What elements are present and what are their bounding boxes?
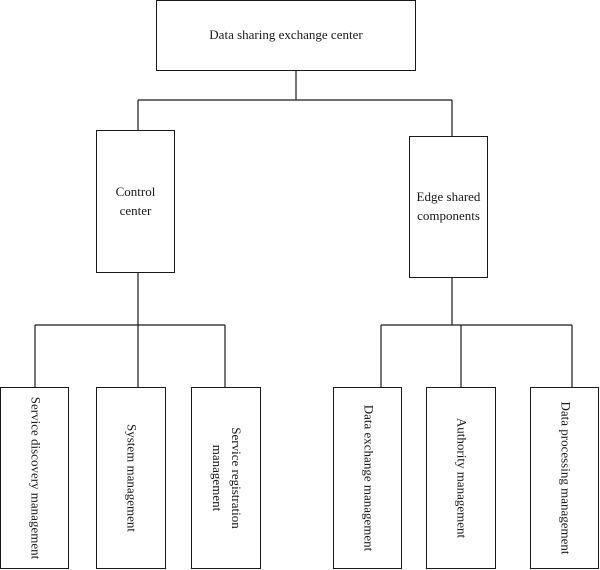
edge-shared-components-label: Edge shared components: [416, 189, 481, 223]
control-center-node: Control center: [96, 130, 175, 273]
control-center-label: Control center: [115, 183, 156, 218]
root-node-label: Data sharing exchange center: [209, 27, 363, 43]
authority-management-node: Authority management: [426, 387, 496, 569]
service-discovery-management-node: Service discovery management: [0, 387, 69, 569]
edge-shared-components-node: Edge shared components: [409, 136, 488, 278]
service-registration-management-label: Service registration management: [210, 427, 244, 529]
root-node: Data sharing exchange center: [156, 0, 416, 71]
data-exchange-management-node: Data exchange management: [333, 387, 402, 569]
service-discovery-management-label: Service discovery management: [27, 396, 43, 560]
system-management-node: System management: [96, 387, 166, 569]
data-processing-management-node: Data processing management: [530, 387, 599, 569]
data-processing-management-label: Data processing management: [557, 401, 573, 555]
system-management-label: System management: [124, 424, 140, 532]
data-exchange-management-label: Data exchange management: [360, 404, 376, 552]
service-registration-management-node: Service registration management: [191, 387, 261, 569]
authority-management-label: Authority management: [454, 417, 470, 539]
